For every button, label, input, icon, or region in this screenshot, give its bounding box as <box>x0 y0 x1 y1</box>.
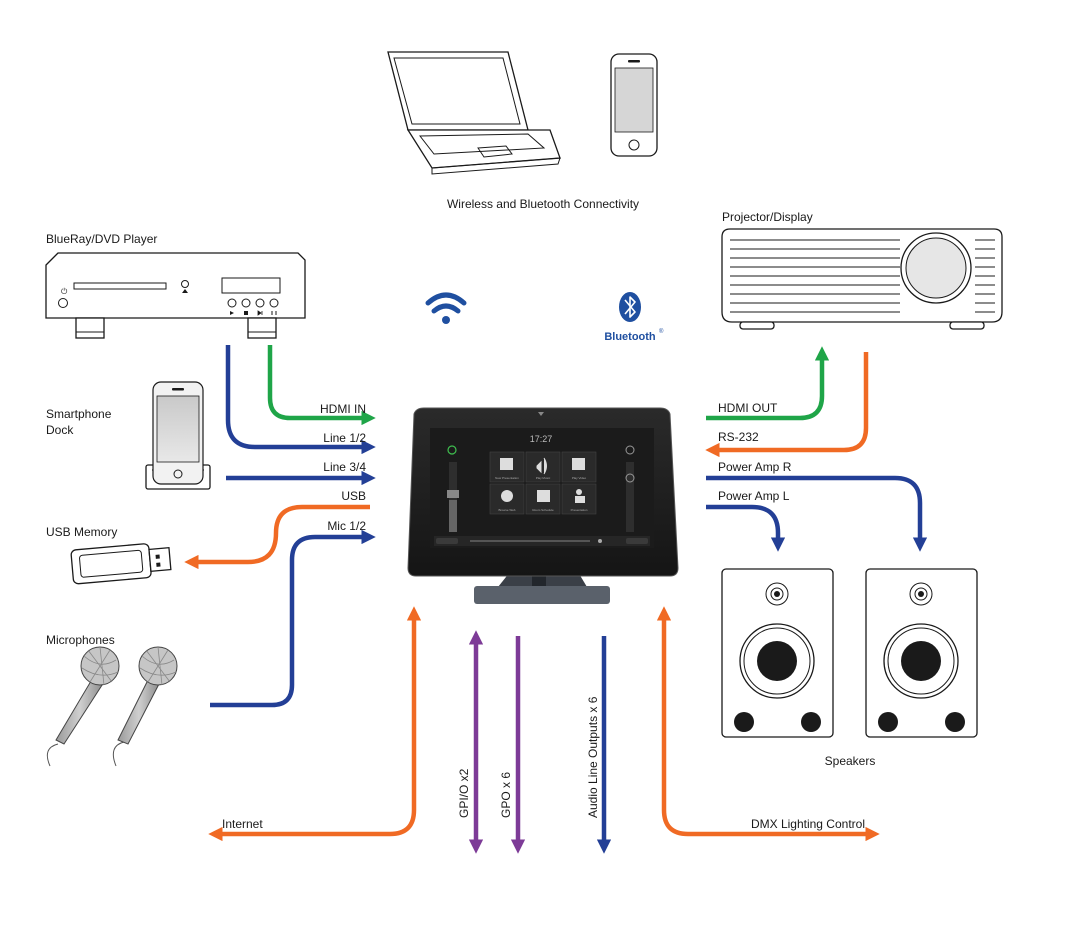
bluetooth-icon: Bluetooth ® <box>604 292 664 343</box>
power-amp-l-label: Power Amp L <box>718 489 790 503</box>
rs232-label: RS-232 <box>718 430 759 444</box>
power-amp-r-line <box>706 475 928 552</box>
microphones-label: Microphones <box>46 633 115 647</box>
wireless-label: Wireless and Bluetooth Connectivity <box>447 197 639 211</box>
panel-tile-label: New Presentation <box>495 476 519 480</box>
wifi-icon <box>425 292 467 324</box>
bluray-player-icon: ⏻ <box>45 252 306 339</box>
power-amp-l-line <box>706 504 786 552</box>
smartphone-dock-label-2: Dock <box>46 423 74 437</box>
panel-tile-label: Presentation <box>571 508 588 512</box>
projector-icon <box>721 228 1003 330</box>
mic12-label: Mic 1/2 <box>327 519 366 533</box>
speaker-icon <box>865 568 978 738</box>
usb-stick-icon <box>70 543 172 585</box>
gpio-label: GPI/O x2 <box>457 768 471 818</box>
smartphone-dock-icon <box>145 381 211 490</box>
panel-tile-label: Room Schedule <box>532 508 554 512</box>
smartphone-dock-label-1: Smartphone <box>46 407 112 421</box>
audio-out-label: Audio Line Outputs x 6 <box>586 696 600 818</box>
panel-tile-label: Play Music <box>536 476 551 480</box>
power-amp-r-label: Power Amp R <box>718 460 792 474</box>
line12-label: Line 1/2 <box>323 431 366 445</box>
hdmi-out-line <box>706 346 830 421</box>
connection-labels: HDMI IN Line 1/2 Line 3/4 USB Mic 1/2 HD… <box>320 401 792 818</box>
line34-label: Line 3/4 <box>323 460 366 474</box>
panel-tile-label: Play Video <box>572 476 587 480</box>
laptop-icon <box>387 51 561 175</box>
usb-label: USB <box>341 489 366 503</box>
gpo-label: GPO x 6 <box>499 772 513 818</box>
bluetooth-wordmark: Bluetooth <box>604 331 656 343</box>
rs232-line <box>705 352 869 458</box>
dmx-label: DMX Lighting Control <box>751 817 865 831</box>
smartphone-icon <box>610 53 658 157</box>
speakers-label: Speakers <box>825 754 876 768</box>
internet-label: Internet <box>222 817 263 831</box>
usb-line <box>184 504 370 570</box>
connection-lines <box>184 345 928 854</box>
speaker-icon <box>721 568 834 738</box>
touch-panel-icon: 17:27 New Presentation Play Musi <box>407 407 679 604</box>
line12-line <box>225 345 376 455</box>
dmx-line <box>656 606 880 842</box>
panel-tile-label: Browse Web <box>499 508 516 512</box>
microphone-icon <box>46 646 178 767</box>
hdmi-in-label: HDMI IN <box>320 402 366 416</box>
svg-text:⏻: ⏻ <box>61 287 68 296</box>
hdmi-in-line <box>267 345 376 426</box>
internet-line <box>208 606 422 842</box>
usb-memory-label: USB Memory <box>46 525 117 539</box>
bluetooth-registered-mark: ® <box>659 328 664 335</box>
panel-time: 17:27 <box>530 434 553 444</box>
device-labels: Wireless and Bluetooth Connectivity Blue… <box>46 197 875 831</box>
projector-label: Projector/Display <box>722 210 813 224</box>
hdmi-out-label: HDMI OUT <box>718 401 778 415</box>
bluray-label: BlueRay/DVD Player <box>46 232 157 246</box>
panel-tile-labels: New Presentation Play Music Play Video B… <box>495 476 588 512</box>
